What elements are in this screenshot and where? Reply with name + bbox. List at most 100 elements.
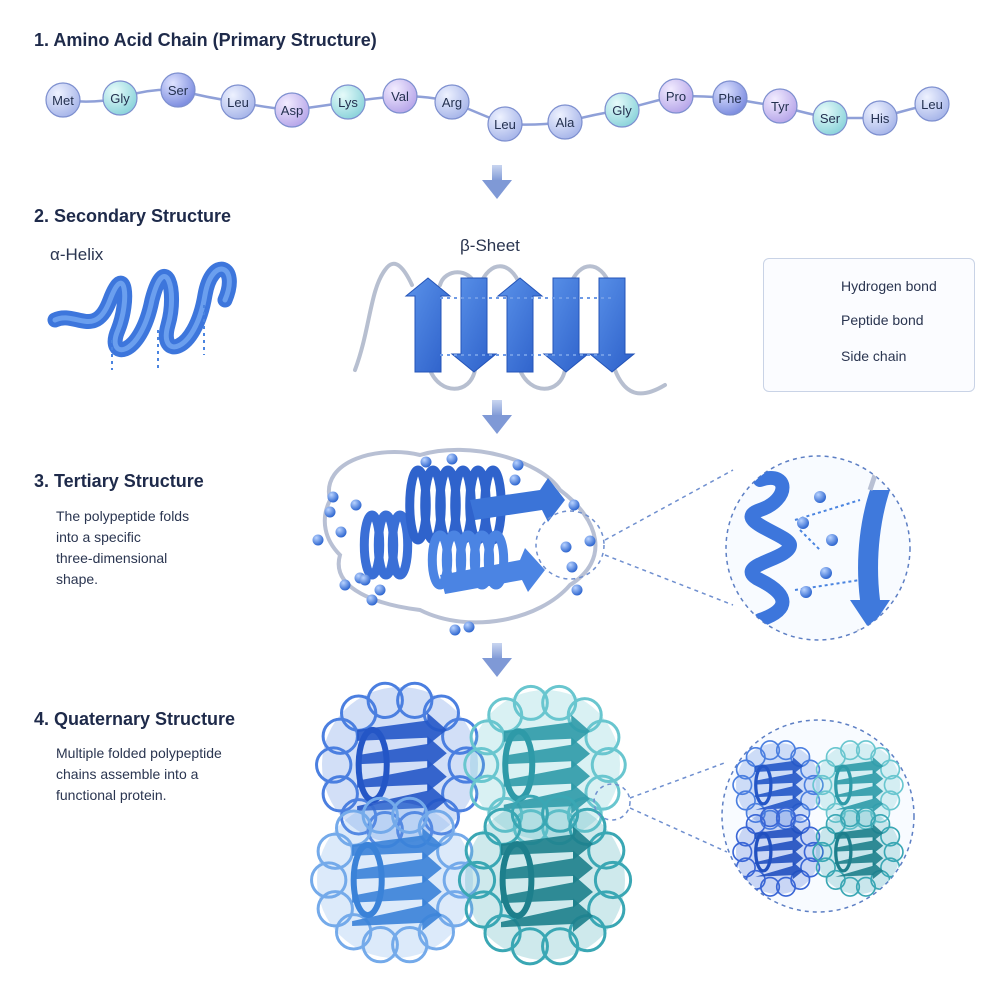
quaternary-description-line: functional protein.	[56, 787, 167, 803]
side-chain-atom	[339, 579, 351, 591]
amino-acid-label: Ser	[820, 111, 841, 126]
tertiary-structure-heading: 3. Tertiary Structure	[34, 471, 204, 491]
amino-acid-label: Leu	[227, 95, 249, 110]
quaternary-description: Multiple folded polypeptide chains assem…	[56, 743, 222, 806]
side-chain-atom	[420, 456, 432, 468]
amino-acid-bead: Leu	[914, 86, 950, 122]
amino-acid-label: Ser	[168, 83, 189, 98]
beta-strand-arrow	[588, 277, 636, 373]
beta-strand-arrow	[450, 277, 498, 373]
quaternary-description-line: chains assemble into a	[56, 766, 199, 782]
quaternary-zoom-inset	[721, 719, 915, 913]
amino-acid-bead: Gly	[102, 80, 138, 116]
amino-acid-label: Met	[52, 93, 74, 108]
beta-strand-arrow	[542, 277, 590, 373]
amino-acid-label: Leu	[494, 117, 516, 132]
amino-acid-label: Leu	[921, 97, 943, 112]
quaternary-description-line: Multiple folded polypeptide	[56, 745, 222, 761]
tertiary-description-line: shape.	[56, 571, 99, 587]
amino-acid-bead: Met	[45, 82, 81, 118]
amino-acid-label: Pro	[666, 89, 686, 104]
beta-strand-arrow	[404, 277, 452, 373]
legend	[763, 258, 975, 392]
amino-acid-bead: Ser	[160, 72, 196, 108]
amino-acid-bead: Gly	[604, 92, 640, 128]
amino-acid-bead: Phe	[712, 80, 748, 116]
amino-acid-label: Ala	[556, 115, 576, 130]
side-chain-atom	[584, 535, 596, 547]
tertiary-zoom-inset	[725, 455, 911, 641]
amino-acid-bead: Ser	[812, 100, 848, 136]
amino-acid-bead: Leu	[220, 84, 256, 120]
protein-subunit	[463, 684, 627, 846]
beta-sheet-illustration	[353, 261, 667, 396]
amino-acid-label: His	[871, 111, 890, 126]
amino-acid-label: Gly	[612, 103, 632, 118]
legend-side-chain-label: Side chain	[841, 348, 907, 364]
tertiary-description-line: three-dimensional	[56, 550, 168, 566]
quaternary-structure-heading: 4. Quaternary Structure	[34, 709, 236, 729]
legend-hydrogen-bond-label: Hydrogen bond	[841, 278, 937, 294]
protein-subunit	[315, 681, 485, 849]
amino-acid-label: Phe	[718, 91, 741, 106]
helix-turn	[387, 510, 413, 580]
beta-sheet-label: β-Sheet	[460, 236, 520, 255]
arrow-icon	[482, 165, 512, 199]
side-chain-atom	[560, 541, 572, 553]
side-chain-atom	[509, 474, 521, 486]
alpha-helix-illustration	[47, 261, 237, 370]
amino-acid-label: Asp	[281, 103, 303, 118]
primary-structure-heading: 1. Amino Acid Chain (Primary Structure)	[34, 30, 377, 50]
helix-turn	[483, 530, 509, 590]
amino-acid-label: Val	[391, 89, 409, 104]
amino-acid-bead: Tyr	[762, 88, 798, 124]
amino-acid-bead: Lys	[330, 84, 366, 120]
quaternary-structure-illustration	[310, 681, 728, 966]
side-chain-atom	[568, 499, 580, 511]
secondary-structure-heading: 2. Secondary Structure	[34, 206, 232, 226]
side-chain-atom	[446, 453, 458, 465]
protein-subunit	[310, 796, 480, 964]
protein-subunit	[732, 807, 824, 897]
side-chain-atom	[512, 459, 524, 471]
side-chain-atom	[566, 561, 578, 573]
protein-subunit	[812, 807, 904, 897]
protein-subunit	[732, 740, 824, 830]
amino-acid-label: Arg	[442, 95, 462, 110]
protein-subunit	[812, 740, 904, 830]
side-chain-atom	[463, 621, 475, 633]
amino-acid-bead: Leu	[487, 106, 523, 142]
protein-subunit	[457, 794, 633, 966]
side-chain-atom	[359, 574, 371, 586]
amino-acid-label: Lys	[338, 95, 358, 110]
legend-peptide-bond-label: Peptide bond	[841, 312, 924, 328]
amino-acid-bead: Pro	[658, 78, 694, 114]
side-chain-atom	[366, 594, 378, 606]
side-chain-atom	[350, 499, 362, 511]
side-chain-atom	[449, 624, 461, 636]
side-chain-atom	[312, 534, 324, 546]
tertiary-description: The polypeptide folds into a specific th…	[56, 506, 189, 590]
alpha-helix-label: α-Helix	[50, 245, 104, 264]
tertiary-structure-illustration	[312, 447, 734, 636]
amino-acid-bead: Asp	[274, 92, 310, 128]
side-chain-atom	[324, 506, 336, 518]
arrow-icon	[482, 643, 512, 677]
side-chain-atom	[335, 526, 347, 538]
amino-acid-bead: Ala	[547, 104, 583, 140]
side-chain-atom	[571, 584, 583, 596]
amino-acid-bead: Val	[382, 78, 418, 114]
tertiary-description-line: The polypeptide folds	[56, 508, 190, 524]
amino-acid-label: Tyr	[771, 99, 790, 114]
amino-acid-bead: Arg	[434, 84, 470, 120]
arrow-icon	[482, 400, 512, 434]
amino-acid-label: Gly	[110, 91, 130, 106]
amino-acid-bead: His	[862, 100, 898, 136]
side-chain-atom	[374, 584, 386, 596]
side-chain-atom	[327, 491, 339, 503]
beta-strand-arrow	[496, 277, 544, 373]
tertiary-description-line: into a specific	[56, 529, 141, 545]
